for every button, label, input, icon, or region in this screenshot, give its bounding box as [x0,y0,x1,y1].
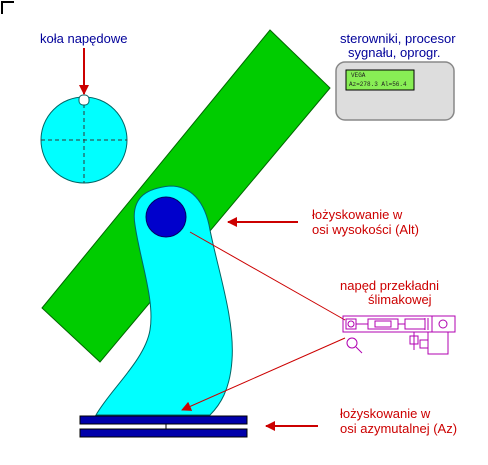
label-worm-drive-line1: napęd przekładni [340,278,440,293]
device-display-line1: VEGA [351,72,366,79]
drive-wheel [40,94,128,184]
pointer-line-alt [189,231,346,321]
azimuth-plate-top [79,415,248,425]
pointer-line-az [181,337,346,411]
azimuth-plate-bottom [79,428,248,438]
label-az-bearing-line2: osi azymutalnej (Az) [340,421,458,436]
corner-mark [1,1,14,14]
label-controllers-line2: sygnału, oprogr. [348,45,441,60]
altitude-bearing [145,196,187,238]
label-az-bearing-line1: łożyskowanie w [340,406,431,421]
worm-drive-mechanism [342,315,456,355]
controller-device [335,61,455,121]
fork-arm [95,185,233,416]
device-display-line2: Az=278.3 Al=56.4 [349,81,407,88]
label-controllers-line1: sterowniki, procesor [340,31,456,46]
label-drive-wheels: koła napędowe [40,31,128,46]
label-alt-bearing-line1: łożyskowanie w [312,207,403,222]
label-alt-bearing-line2: osi wysokości (Alt) [312,222,419,237]
device-screen [345,69,415,91]
label-worm-drive-line2: ślimakowej [368,292,432,307]
